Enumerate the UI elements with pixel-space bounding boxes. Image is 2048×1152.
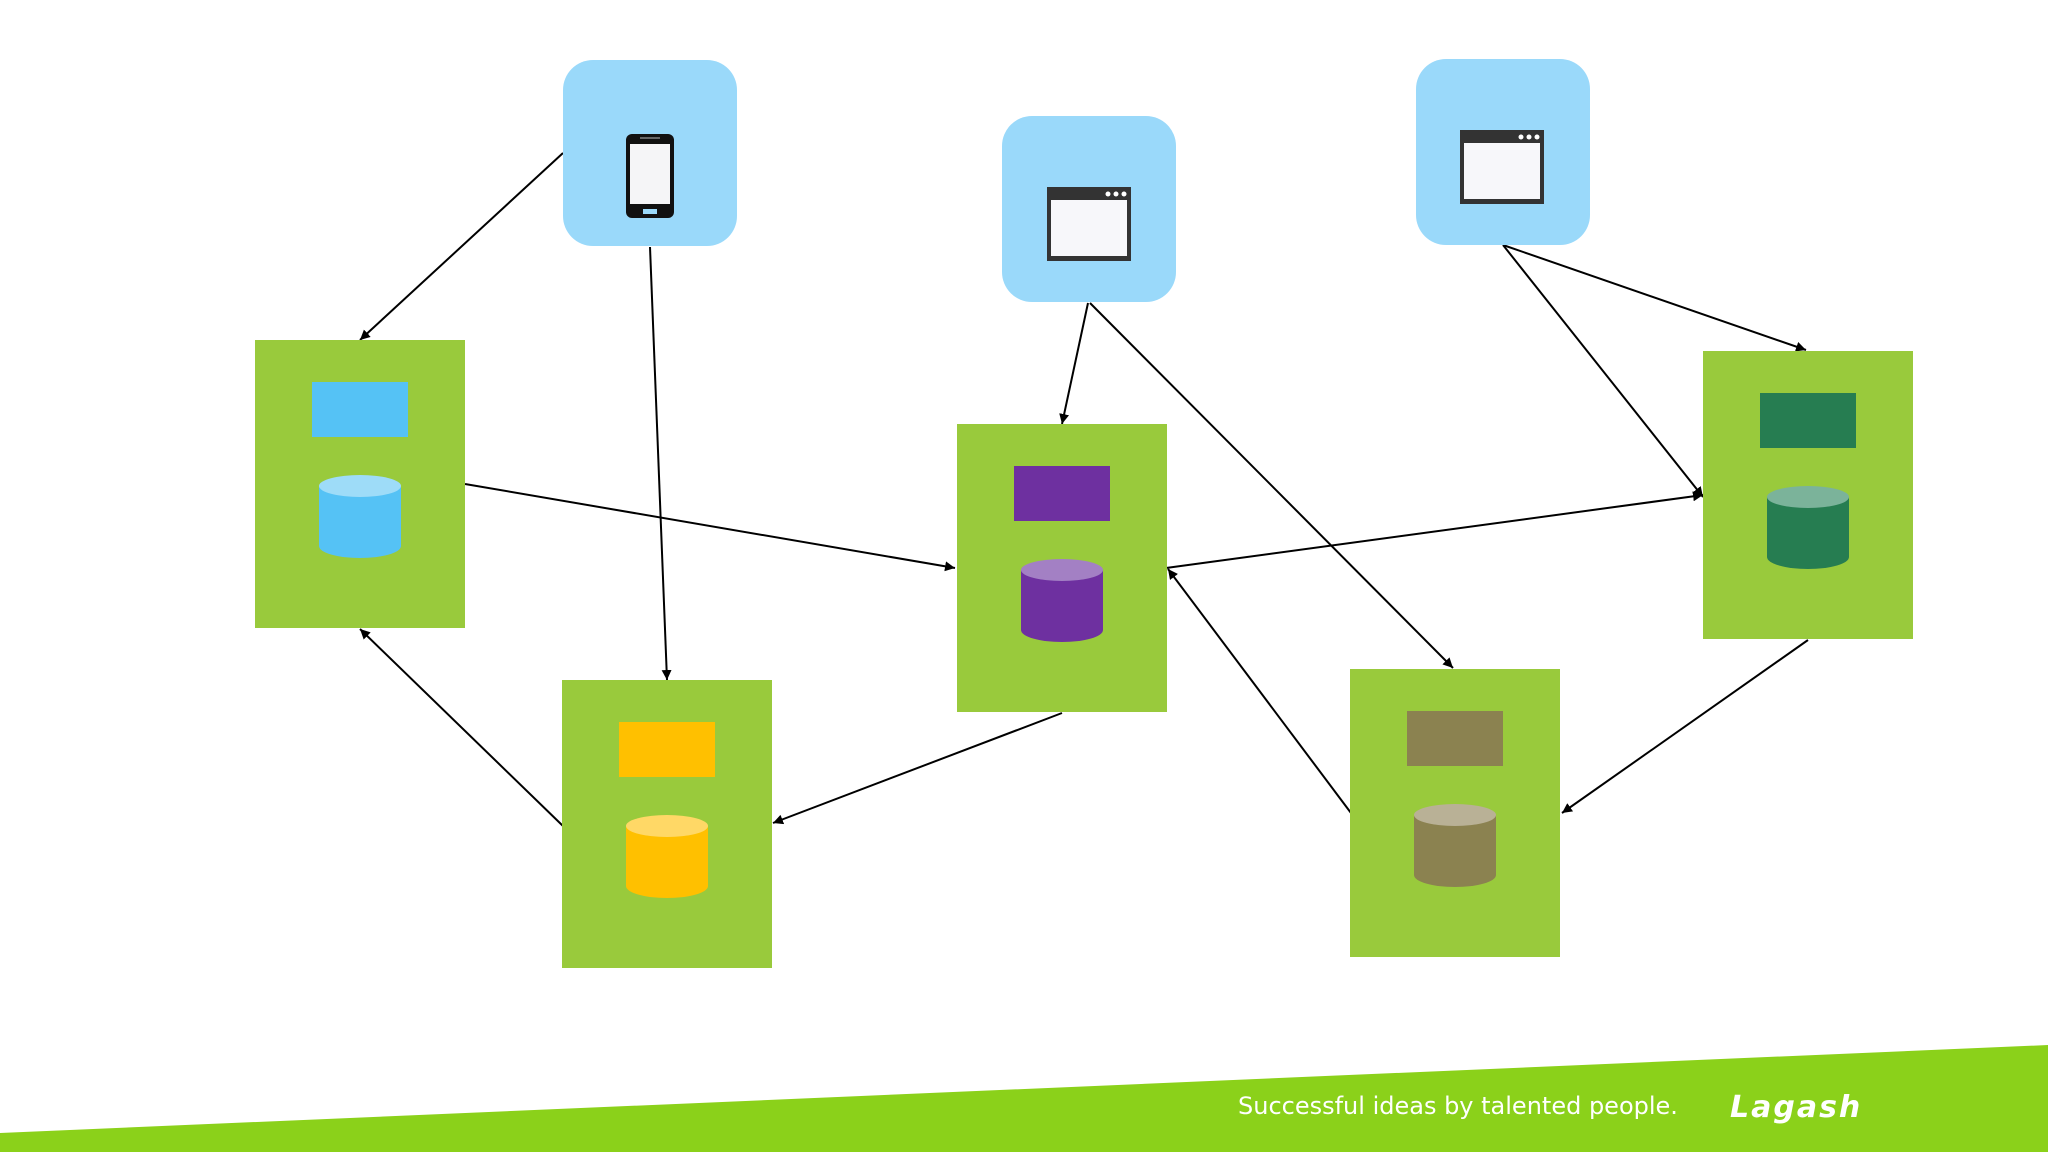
mobile-client [563,60,737,246]
database-icon [319,475,401,558]
arrow-green-to-olive [1561,639,1809,814]
arrow-blue-to-purple [464,483,956,572]
web-client-right [1416,59,1590,245]
service-olive [1350,669,1560,957]
database-icon [1767,486,1849,569]
arrow-yellow-to-blue [359,628,564,827]
arrow-purple-to-yellow [772,712,1063,825]
arrow-web-center-to-olive [1089,302,1454,669]
web-client-center [1002,116,1176,302]
arrow-web-right-to-green-side [1502,244,1704,498]
database-icon [1021,559,1103,642]
arrow-web-right-to-green-top [1502,244,1807,352]
service-yellow [562,680,772,968]
browser-window-icon [1047,187,1131,261]
service-component [1760,393,1856,448]
footer-tagline: Successful ideas by talented people. [1238,1092,1678,1120]
service-component [1014,466,1110,521]
service-component [619,722,715,777]
database-icon [626,815,708,898]
browser-window-icon [1460,130,1544,204]
service-component [1407,711,1503,766]
arrow-mobile-to-blue [359,152,564,341]
service-purple [957,424,1167,712]
database-icon [1414,804,1496,887]
service-blue [255,340,465,628]
smartphone-icon [626,134,674,218]
service-green [1703,351,1913,639]
arrow-mobile-to-yellow [649,246,672,681]
service-component [312,382,408,437]
arrow-purple-to-green [1165,491,1704,569]
brand-logo: Lagash [1730,1090,1863,1125]
arrow-web-center-to-purple [1059,302,1089,425]
arrow-olive-to-purple [1167,568,1352,814]
